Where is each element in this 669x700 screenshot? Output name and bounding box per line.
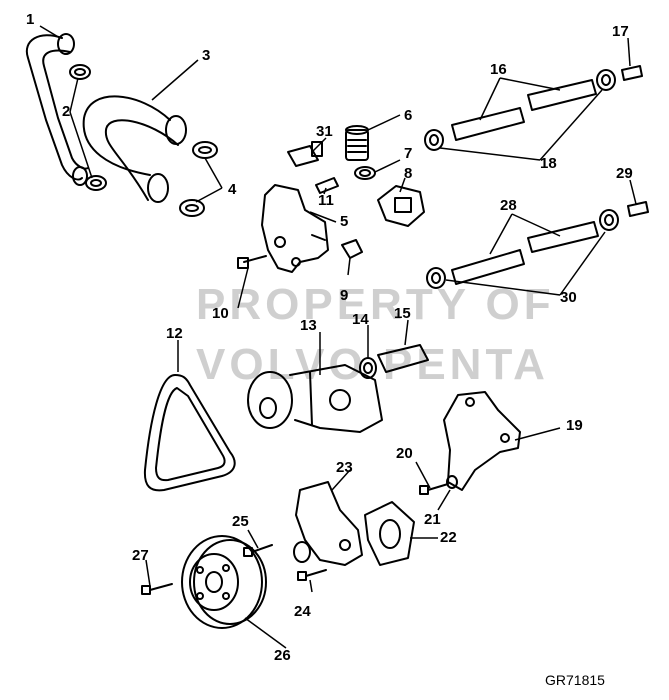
callout-1: 1 (26, 11, 35, 28)
callout-15: 15 (394, 305, 411, 322)
callout-17: 17 (612, 23, 629, 40)
callout-10: 10 (212, 305, 229, 322)
part-13-water-pump (247, 364, 383, 433)
callout-20: 20 (396, 445, 413, 462)
callout-5: 5 (340, 213, 349, 230)
callout-26: 26 (274, 647, 291, 664)
part-5-thermostat-housing (261, 184, 329, 273)
callout-6: 6 (404, 107, 413, 124)
callout-9: 9 (340, 287, 349, 304)
part-19-bracket (443, 391, 521, 491)
part-26-pulley (181, 535, 267, 629)
callout-18: 18 (540, 155, 557, 172)
callout-14: 14 (352, 311, 369, 328)
callout-2: 2 (62, 103, 71, 120)
part-20-bolt (419, 483, 449, 495)
part-11-stud (315, 177, 339, 194)
part-22-gasket (364, 501, 415, 566)
callout-7: 7 (404, 145, 413, 162)
callout-12: 12 (166, 325, 183, 342)
leader-lines (39, 25, 637, 649)
callout-3: 3 (202, 47, 211, 64)
part-30-clamps (426, 209, 619, 289)
part-12-drive-belt (143, 374, 236, 492)
callout-27: 27 (132, 547, 149, 564)
callout-24: 24 (294, 603, 311, 620)
part-23-pump-cover (293, 481, 363, 566)
part-15-hose-stub (377, 344, 429, 373)
callout-23: 23 (336, 459, 353, 476)
callout-16: 16 (490, 61, 507, 78)
callout-13: 13 (300, 317, 317, 334)
part-9-sender (341, 239, 363, 259)
part-24-bolt (297, 569, 327, 581)
part-10-bolt (237, 255, 267, 269)
part-28-hoses (451, 221, 599, 285)
part-4-hose-clamps (179, 141, 218, 217)
part-1-bent-hose (25, 33, 89, 186)
part-2-hose-clamps (69, 64, 107, 191)
part-31-temperature-sensor (287, 141, 323, 167)
watermark-line-1: PROPERTY OF (196, 280, 555, 329)
callout-8: 8 (404, 165, 413, 182)
callout-22: 22 (440, 529, 457, 546)
part-21-washer (446, 475, 458, 489)
part-8-gasket (377, 185, 425, 227)
callout-25: 25 (232, 513, 249, 530)
part-14-clamp (359, 357, 377, 379)
part-18-clamps (424, 69, 616, 151)
part-29-nipple (627, 201, 649, 217)
part-17-nipple (621, 65, 643, 81)
part-27-bolt (141, 583, 173, 595)
callout-29: 29 (616, 165, 633, 182)
callout-21: 21 (424, 511, 441, 528)
part-7-seal-ring (354, 166, 376, 180)
callout-4: 4 (228, 181, 237, 198)
callout-11: 11 (318, 192, 334, 209)
part-16-hoses (451, 79, 597, 141)
callout-30: 30 (560, 289, 577, 306)
callout-19: 19 (566, 417, 583, 434)
callout-31: 31 (316, 123, 333, 140)
callout-28: 28 (500, 197, 517, 214)
part-6-thermostat (345, 125, 369, 161)
part-3-u-hose (82, 95, 187, 203)
figure-reference-code: GR71815 (545, 672, 605, 688)
